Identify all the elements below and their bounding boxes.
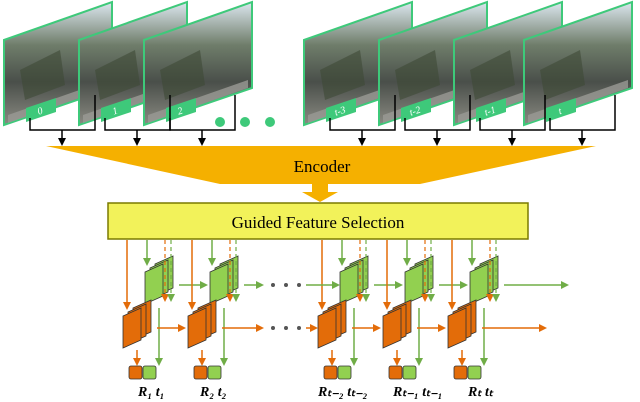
recurrent-cells: [122, 240, 569, 380]
rotation-output-box: [193, 365, 208, 380]
rotation-feature-stack: [317, 307, 337, 349]
encoder-block: Encoder: [46, 146, 596, 184]
frame-label: 1: [111, 106, 119, 118]
frame-label: t: [557, 106, 563, 117]
frame-label: 2: [176, 106, 184, 118]
frame-label-tab: [476, 98, 506, 122]
pose-output-label-4: Rₜ tₜ: [467, 385, 494, 400]
frame-label: t-1: [483, 105, 497, 119]
frame-label-tab: [101, 98, 131, 122]
recurrent-cell-3: [382, 240, 468, 380]
rotation-feature-stack: [382, 307, 402, 349]
ellipsis-icon: [215, 117, 275, 127]
frame-connectors: [29, 95, 616, 146]
tree-shape: [395, 50, 440, 100]
tree-shape: [470, 50, 515, 100]
frame-label-tab: [401, 98, 431, 122]
translation-feature-stack: [404, 263, 424, 305]
translation-output-box: [142, 365, 157, 380]
translation-output-box: [467, 365, 482, 380]
tree-shape: [160, 50, 205, 100]
rotation-output-box: [323, 365, 338, 380]
translation-feature-stack: [209, 263, 229, 305]
frame-label: 0: [36, 106, 44, 118]
rotation-feature-stack: [122, 307, 142, 349]
pose-output-label-0: R₁ t₁: [137, 385, 165, 400]
rotation-output-box: [128, 365, 143, 380]
frame-6: t: [523, 0, 633, 127]
encoder-to-selection-arrow: [302, 184, 338, 202]
frame-label-tab: [166, 98, 196, 122]
translation-feature-stack: [469, 263, 489, 305]
recurrence-ellipsis-icon: [271, 283, 301, 330]
translation-feature-stack: [339, 263, 359, 305]
tree-shape: [320, 50, 365, 100]
guided-feature-selection-block: Guided Feature Selection: [107, 202, 529, 240]
recurrent-cell-1: [187, 240, 264, 380]
rotation-feature-stack: [447, 307, 467, 349]
pose-output-label-3: Rₜ₋₁ tₜ₋₁: [392, 385, 443, 400]
translation-output-box: [207, 365, 222, 380]
recurrent-cell-4: [447, 240, 569, 380]
frame-label-tab: [546, 98, 576, 122]
pose-outputs: R₁ t₁ R₂ t₂ Rₜ₋₂ tₜ₋₂ Rₜ₋₁ tₜ₋₁ Rₜ tₜ: [137, 385, 494, 400]
recurrent-cell-2: [317, 240, 403, 380]
rotation-output-box: [453, 365, 468, 380]
encoder-label: Encoder: [294, 157, 351, 176]
frame-label: t-3: [333, 105, 347, 119]
pose-output-label-1: R₂ t₂: [199, 385, 227, 400]
selection-label: Guided Feature Selection: [232, 213, 405, 232]
tree-shape: [540, 50, 585, 100]
frame-2: 2: [143, 0, 253, 127]
translation-output-box: [337, 365, 352, 380]
recurrent-cell-0: [122, 240, 208, 380]
pose-output-label-2: Rₜ₋₂ tₜ₋₂: [317, 385, 368, 400]
frame-label-tab: [326, 98, 356, 122]
tree-shape: [20, 50, 65, 100]
rotation-feature-stack: [187, 307, 207, 349]
input-frames: 0 1 2 t-3 t-2 t-1 t: [3, 0, 633, 127]
frame-label-tab: [26, 98, 56, 122]
tree-shape: [95, 50, 140, 100]
rotation-output-box: [388, 365, 403, 380]
translation-output-box: [402, 365, 417, 380]
translation-feature-stack: [144, 263, 164, 305]
frame-label: t-2: [408, 105, 422, 119]
